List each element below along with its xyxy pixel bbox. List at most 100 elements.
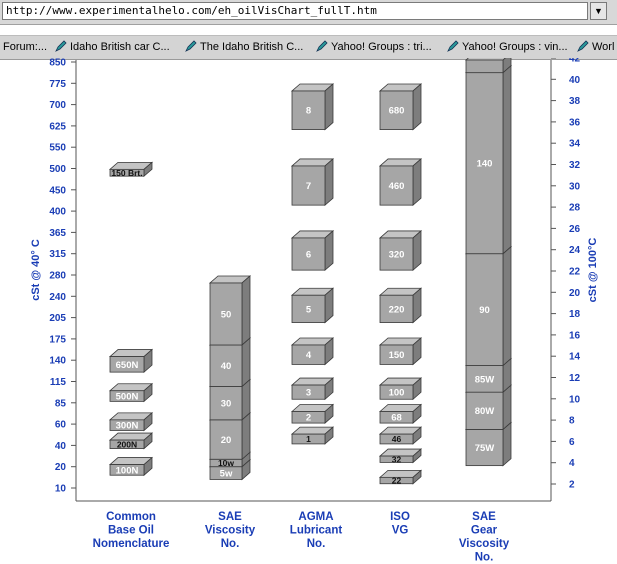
bookmark-item[interactable]: Yahoo! Groups : vin... bbox=[447, 40, 568, 54]
grade-label: 4 bbox=[306, 350, 312, 361]
grade-bar: 320 bbox=[378, 230, 423, 272]
right-tick-label: 26 bbox=[569, 224, 581, 235]
right-tick-label: 12 bbox=[569, 373, 581, 384]
right-tick-label: 18 bbox=[569, 309, 581, 320]
grade-bar: 68 bbox=[378, 403, 423, 424]
grade-bar: 680 bbox=[378, 83, 423, 131]
box-front-face bbox=[379, 411, 414, 424]
category-label: AGMA bbox=[298, 511, 333, 523]
grade-label: 320 bbox=[389, 249, 405, 260]
box-front-face bbox=[291, 90, 326, 130]
grade-label: 140 bbox=[477, 159, 493, 170]
url-input[interactable]: http://www.experimentalhelo.com/eh_oilVi… bbox=[2, 2, 588, 20]
box-front-face bbox=[379, 90, 414, 130]
right-tick-label: 36 bbox=[569, 117, 581, 128]
bookmark-item[interactable]: Idaho British car C... bbox=[55, 40, 170, 54]
url-dropdown-icon[interactable]: ▼ bbox=[590, 2, 607, 20]
box-front-face bbox=[465, 59, 504, 74]
category-label: Nomenclature bbox=[93, 538, 170, 550]
bookmark-item[interactable]: Yahoo! Groups : tri... bbox=[316, 40, 432, 54]
category-label: SAE bbox=[472, 511, 496, 523]
grade-label: 46 bbox=[392, 434, 402, 444]
bookmark-label: Worl bbox=[592, 41, 615, 53]
box-side-face bbox=[412, 158, 422, 207]
left-tick-label: 60 bbox=[55, 420, 67, 431]
left-tick-label: 625 bbox=[49, 121, 66, 132]
box-side-face bbox=[324, 230, 334, 272]
box-side-face bbox=[241, 411, 251, 461]
grade-label: 200N bbox=[117, 439, 137, 449]
box-front-face bbox=[109, 439, 145, 449]
left-tick-label: 400 bbox=[49, 207, 66, 218]
viscosity-chart: 1020406085115140175205240280315365400450… bbox=[30, 58, 599, 564]
grade-label: 6 bbox=[306, 249, 311, 260]
right-tick-label: 28 bbox=[569, 203, 581, 214]
grade-label: 80W bbox=[475, 406, 495, 417]
box-front-face bbox=[291, 384, 326, 400]
grade-bar: 200N bbox=[108, 432, 154, 450]
category-label: No. bbox=[307, 538, 326, 550]
grade-label: 500N bbox=[116, 391, 139, 402]
grade-bar: 2 bbox=[290, 403, 335, 424]
category-label: No. bbox=[221, 538, 240, 550]
bookmark-item[interactable]: The Idaho British C... bbox=[185, 40, 303, 54]
category-label: Lubricant bbox=[290, 525, 343, 537]
right-tick-label: 2 bbox=[569, 480, 575, 491]
grade-bar: 5 bbox=[290, 287, 335, 324]
grade-label: 75W bbox=[475, 443, 495, 454]
grade-label: 90 bbox=[479, 305, 490, 316]
grade-label: 100N bbox=[116, 465, 139, 476]
left-tick-label: 500 bbox=[49, 164, 66, 175]
grade-label: 85W bbox=[475, 374, 495, 385]
grade-label: 650N bbox=[116, 360, 139, 371]
left-tick-label: 850 bbox=[49, 58, 66, 69]
box-side-face bbox=[502, 421, 512, 467]
box-front-face bbox=[291, 165, 326, 206]
left-tick-label: 115 bbox=[50, 377, 67, 388]
left-tick-label: 140 bbox=[49, 356, 66, 367]
box-front-face bbox=[379, 433, 414, 445]
grade-bar: 100 bbox=[378, 377, 423, 401]
grade-label: 7 bbox=[306, 181, 311, 192]
left-tick-label: 175 bbox=[49, 334, 66, 345]
pencil-icon bbox=[55, 40, 67, 52]
box-front-face bbox=[109, 390, 145, 402]
box-front-face bbox=[379, 455, 414, 463]
grade-bar: 46 bbox=[378, 426, 423, 445]
grade-bar: 7 bbox=[290, 158, 335, 207]
left-tick-label: 775 bbox=[49, 79, 66, 90]
right-tick-label: 40 bbox=[569, 75, 581, 86]
grade-label: 5w bbox=[220, 469, 233, 480]
grade-label: 1 bbox=[306, 434, 311, 444]
right-tick-label: 24 bbox=[569, 245, 581, 256]
category-label: SAE bbox=[218, 511, 242, 523]
box-front-face bbox=[109, 356, 145, 373]
box-front-face bbox=[291, 433, 326, 445]
bookmark-label: Yahoo! Groups : tri... bbox=[331, 41, 432, 53]
grade-label: 40 bbox=[221, 361, 232, 372]
grade-label: 30 bbox=[221, 399, 232, 410]
box-front-face bbox=[209, 344, 243, 387]
right-tick-label: 22 bbox=[569, 267, 581, 278]
left-tick-label: 700 bbox=[49, 100, 66, 111]
category-label: VG bbox=[392, 525, 409, 537]
right-tick-label: 32 bbox=[569, 160, 581, 171]
bookmark-label: Idaho British car C... bbox=[70, 41, 170, 53]
grade-bar: 50 bbox=[208, 275, 252, 346]
box-front-face bbox=[209, 386, 243, 421]
left-tick-label: 40 bbox=[55, 441, 67, 452]
category-label: Common bbox=[106, 511, 156, 523]
right-tick-label: 16 bbox=[569, 330, 581, 341]
grade-bar: 650N bbox=[108, 348, 154, 374]
box-front-face bbox=[379, 476, 414, 485]
left-tick-label: 280 bbox=[49, 271, 66, 282]
left-tick-label: 240 bbox=[49, 292, 66, 303]
box-front-face bbox=[291, 237, 326, 271]
category-label: ISO bbox=[390, 511, 410, 523]
box-front-face bbox=[379, 344, 414, 365]
box-side-face bbox=[241, 275, 251, 346]
grade-label: 300N bbox=[116, 421, 139, 432]
bookmark-item[interactable]: Forum:... bbox=[3, 40, 47, 54]
box-front-face bbox=[209, 282, 243, 346]
bookmark-item[interactable]: Worl bbox=[577, 40, 614, 54]
